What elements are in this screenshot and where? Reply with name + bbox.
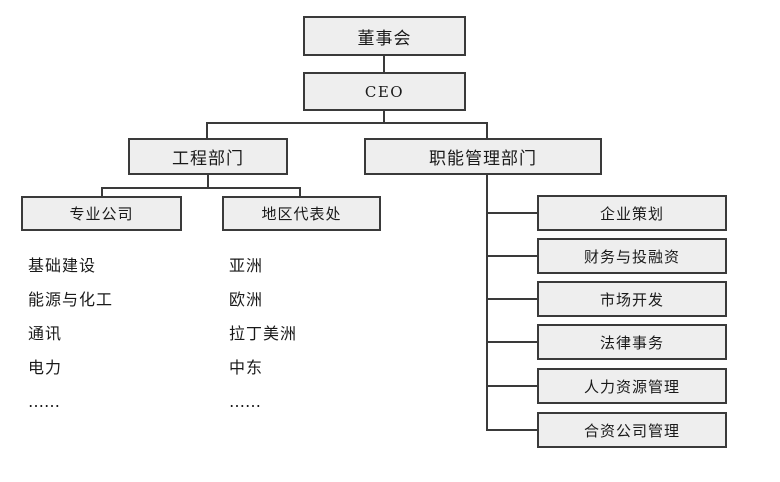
node-ceo-label: CEO [364, 82, 405, 101]
professional-companies-list: 基础建设 能源与化工 通讯 电力 …… [28, 249, 113, 419]
list-item-label: 基础建设 [28, 256, 97, 275]
list-item-ellipsis: …… [28, 385, 113, 419]
node-regional-offices-label: 地区代表处 [261, 205, 342, 223]
node-functional-unit-label: 市场开发 [599, 290, 664, 309]
list-item-label: 拉丁美洲 [229, 324, 298, 343]
list-item-label: 电力 [28, 358, 63, 377]
node-ceo[interactable]: CEO [303, 72, 466, 111]
connector-board-to-ceo [383, 56, 385, 72]
node-functional-unit-label: 法律事务 [599, 333, 664, 352]
connector-engineering-bus [101, 187, 301, 189]
list-item: 亚洲 [229, 249, 297, 283]
regional-offices-list: 亚洲 欧洲 拉丁美洲 中东 …… [229, 249, 297, 419]
connector-engineering-drop [207, 175, 209, 188]
connector-level2-bus [206, 122, 488, 124]
node-board-of-directors[interactable]: 董事会 [303, 16, 466, 56]
list-item-label: 亚洲 [229, 256, 264, 275]
connector-functional-spine [486, 175, 488, 431]
node-professional-companies-label: 专业公司 [69, 205, 134, 223]
node-functional-management-department[interactable]: 职能管理部门 [364, 138, 602, 175]
node-functional-unit-legal-affairs[interactable]: 法律事务 [537, 324, 727, 360]
connector-stub-unit-4 [486, 341, 538, 343]
node-functional-management-department-label: 职能管理部门 [429, 149, 537, 169]
node-engineering-department-label: 工程部门 [172, 149, 244, 169]
connector-stub-unit-2 [486, 255, 538, 257]
node-functional-unit-human-resources[interactable]: 人力资源管理 [537, 368, 727, 404]
node-functional-unit-corporate-planning[interactable]: 企业策划 [537, 195, 727, 231]
connector-bus-to-professional [101, 187, 103, 197]
list-item: 电力 [28, 351, 113, 385]
node-functional-unit-label: 财务与投融资 [583, 247, 680, 266]
node-functional-unit-market-development[interactable]: 市场开发 [537, 281, 727, 317]
list-item-label: 通讯 [28, 324, 63, 343]
list-item: 通讯 [28, 317, 113, 351]
connector-stub-unit-3 [486, 298, 538, 300]
list-item: 基础建设 [28, 249, 113, 283]
connector-stub-unit-1 [486, 212, 538, 214]
connector-bus-to-engineering [206, 122, 208, 139]
connector-bus-to-functional [486, 122, 488, 139]
node-functional-unit-joint-venture-management[interactable]: 合资公司管理 [537, 412, 727, 448]
list-item-ellipsis: …… [229, 385, 297, 419]
connector-ceo-drop [383, 111, 385, 123]
node-regional-offices[interactable]: 地区代表处 [222, 196, 381, 231]
list-item: 欧洲 [229, 283, 297, 317]
node-functional-unit-label: 合资公司管理 [583, 421, 680, 440]
node-board-of-directors-label: 董事会 [357, 28, 412, 49]
list-item: 能源与化工 [28, 283, 113, 317]
list-item-label: …… [229, 392, 261, 411]
connector-stub-unit-5 [486, 385, 538, 387]
node-functional-unit-label: 人力资源管理 [583, 377, 680, 396]
list-item-label: 欧洲 [229, 290, 264, 309]
list-item-label: 中东 [229, 358, 264, 377]
list-item: 中东 [229, 351, 297, 385]
connector-bus-to-regional [299, 187, 301, 197]
list-item-label: 能源与化工 [28, 290, 114, 309]
list-item: 拉丁美洲 [229, 317, 297, 351]
connector-stub-unit-6 [486, 429, 538, 431]
node-professional-companies[interactable]: 专业公司 [21, 196, 182, 231]
node-engineering-department[interactable]: 工程部门 [128, 138, 288, 175]
list-item-label: …… [28, 392, 60, 411]
node-functional-unit-label: 企业策划 [599, 204, 664, 223]
node-functional-unit-finance-investment[interactable]: 财务与投融资 [537, 238, 727, 274]
